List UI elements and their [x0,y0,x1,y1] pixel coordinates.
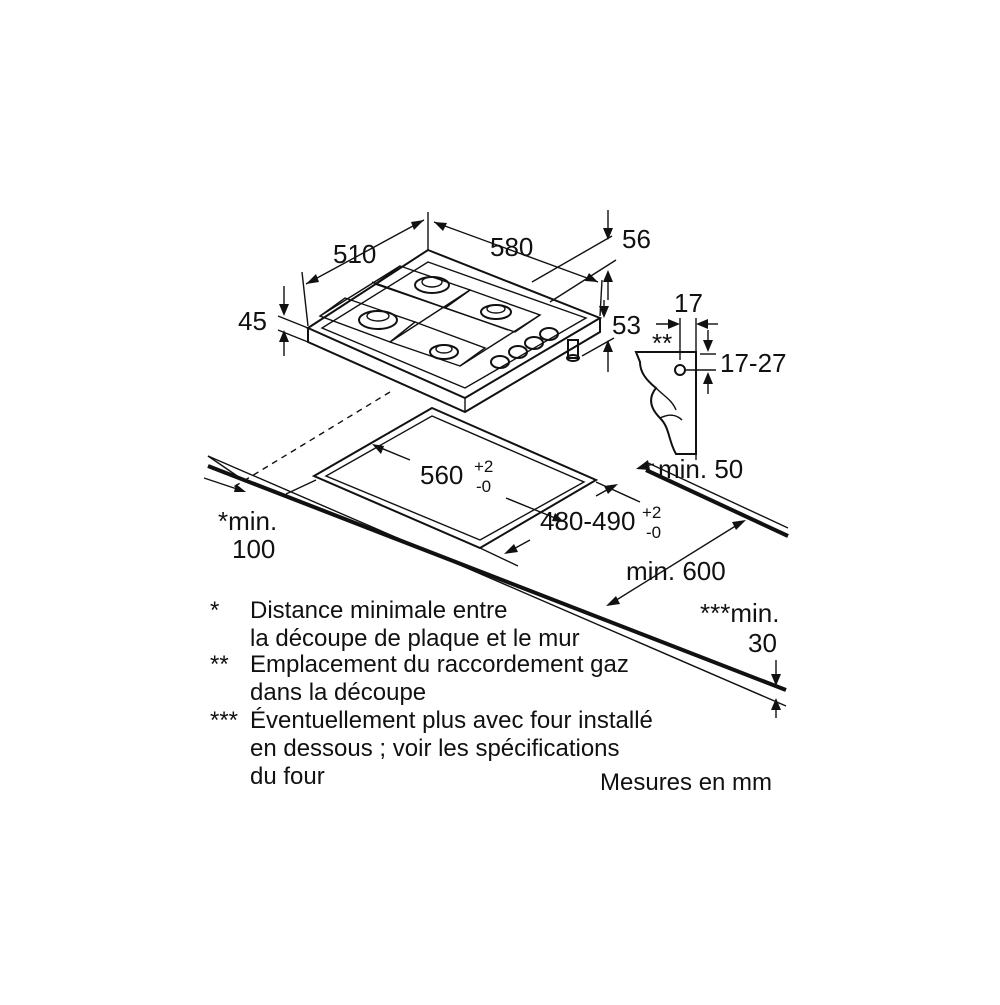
dim-cutout-width-tol-minus: -0 [476,477,491,496]
footnote-text: du four [250,763,325,790]
dim-hob-offset: 53 [612,310,641,340]
dimension-45: 45 [238,286,309,356]
burner-back-right [480,304,512,320]
hob-top-surface [305,248,603,400]
footnotes: * Distance minimale entre la découpe de … [210,597,772,796]
footnote-marker: ** [210,651,229,678]
worktop-front-edge [207,455,787,707]
dim-gas-width: 17 [674,288,703,318]
projection-line [231,391,391,489]
dim-cutout-depth-tol-plus: +2 [642,503,661,522]
hob-front-edge [307,318,601,414]
burner-front-left [358,310,398,330]
gas-connection-detail: 17 ** 17-27 min. 50 [634,288,787,484]
footnote-text: Distance minimale entre [250,597,507,624]
dim-gas-height-range: 17-27 [720,348,787,378]
worktop-profile [634,351,697,455]
dim-wall-min-line1: *min. [218,506,277,536]
dimension-56: 56 [531,210,651,303]
worktop-front-top [207,464,787,692]
dimension-510: 510 [301,212,429,327]
gas-marker: ** [652,328,672,358]
dim-below-min-line1: ***min. [700,598,779,628]
dim-hob-height-front: 45 [238,306,267,336]
footnote-text: la découpe de plaque et le mur [250,625,580,652]
cutout: 560 +2 -0 480-490 +2 -0 min. 600 *min. 1… [203,406,781,718]
footnote-text: Emplacement du raccordement gaz [250,651,629,678]
dim-cutout-depth: 480-490 [540,506,635,536]
footnote-text: dans la découpe [250,679,426,706]
dim-hob-width: 580 [490,232,533,262]
dim-below-min-line2: 30 [748,628,777,658]
footnote-marker: * [210,597,219,624]
worktop-back-edge [645,461,789,529]
burner-front-right [429,344,459,360]
dim-cutout-depth-tol-minus: -0 [646,523,661,542]
footnote-3: *** Éventuellement plus avec four instal… [210,707,653,790]
footnote-text: en dessous ; voir les spécifications [250,735,620,762]
dim-gas-min: min. 50 [658,454,743,484]
dim-wall-min-line2: 100 [232,534,275,564]
dim-worktop-min: min. 600 [626,556,726,586]
control-knobs [490,327,559,369]
footnote-text: Éventuellement plus avec four installé [250,707,653,734]
footnote-marker: *** [210,707,238,734]
burner-back-left [414,276,450,294]
dimension-53: 53 [581,300,641,372]
dim-hob-height-right: 56 [622,224,651,254]
dim-cutout-width-tol-plus: +2 [474,457,493,476]
gas-connector [566,339,580,362]
hob-illustration [305,248,603,414]
dim-hob-depth: 510 [333,239,376,269]
worktop [207,455,789,707]
dimension-580: 580 [433,221,603,317]
footnote-2: ** Emplacement du raccordement gaz dans … [210,651,629,706]
footnote-1: * Distance minimale entre la découpe de … [210,597,580,652]
dim-cutout-width: 560 [420,460,463,490]
gas-inlet-marker [674,364,686,376]
units-note: Mesures en mm [600,769,772,796]
